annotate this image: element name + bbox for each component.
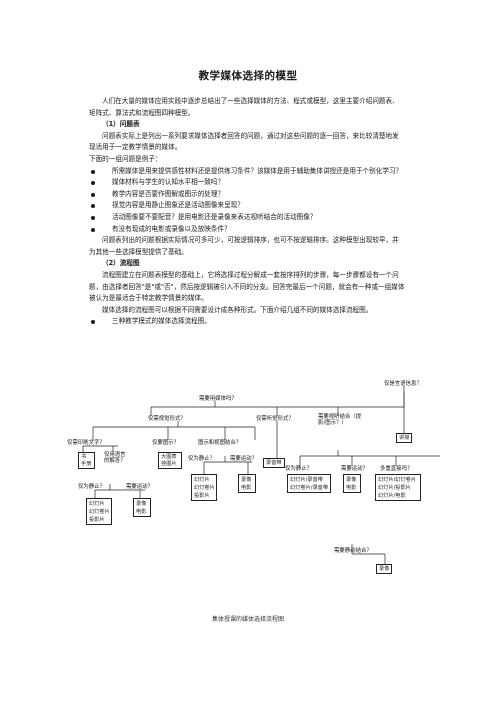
bullet-item: 活动图像要不要配音？是用电影还是录像来表达视听结合的活动图像？ xyxy=(89,212,405,224)
bullet-icon xyxy=(91,204,95,209)
flow-question-still-1: 仅为静止？ xyxy=(78,484,105,490)
figure-caption: 集体授课的媒体选择流程图 xyxy=(211,616,284,623)
flow-question-motion-av: 需要运动？ xyxy=(341,466,368,472)
bullet-icon xyxy=(91,215,95,220)
flow-question-motion-1: 需要运动？ xyxy=(126,484,153,490)
bullet-icon xyxy=(91,227,95,232)
section-2-paragraph: 流程图建立在问题表模型的基础上，它将选择过程分解成一套按序排列的步骤，每一步骤都… xyxy=(89,270,405,303)
section-1-title: （1）问题表 xyxy=(102,120,140,129)
flow-result-av-still: 幻灯片/录音带幻灯卷片/录音带 xyxy=(287,474,331,493)
section-2-paragraph-2: 媒体选择的流程图可以根据不同需要设计成各种形式。下面介绍几组不同的媒体选择流程图… xyxy=(102,305,373,314)
flow-result-book: 书手册 xyxy=(78,452,95,469)
flow-result-av-motion: 录像电影 xyxy=(343,474,361,493)
section-2-title: （2）流程图 xyxy=(102,259,140,268)
flow-result-film-2: 录像电影 xyxy=(238,474,256,493)
flow-result-multi: 幻灯片/幻灯卷片幻灯片/投影片幻灯片/电影 xyxy=(375,474,421,501)
flow-question-still-av: 仅为静止？ xyxy=(285,466,312,472)
flow-question-print: 仅需印刷文字？ xyxy=(67,440,105,446)
bullet-icon xyxy=(91,169,95,174)
flow-question-audio: 仅需听觉形式？ xyxy=(256,416,294,422)
section-1-paragraph: 问题表实际上是列出一系列要求媒体选择者回答的问题，通过对这些问题的逐一回答，来比… xyxy=(89,131,399,152)
page-title: 教学媒体选择的模型 xyxy=(198,70,298,82)
flow-question-av: 需要视听结合（提影/图示？） xyxy=(318,414,362,426)
bullet-icon xyxy=(91,192,95,197)
intro-paragraph: 人们在大量的媒体应用实践中逐步总结出了一些选择媒体的方法、程式或模型，这里主要介… xyxy=(89,97,399,117)
flow-question-visual: 仅需视觉形式？ xyxy=(148,416,186,422)
bullet-item: 有没有现成的电影或录像以及放映条件？ xyxy=(89,224,405,236)
bullet-item: 所需媒体是用来提供感性材料还是提供练习条件？该媒体是用于辅助集体讲授还是用于个别… xyxy=(89,166,405,178)
bullet-item: 视觉内容是用静止图象还是活动图像来呈现？ xyxy=(89,200,405,212)
flow-result-board: 大图表挂图片 xyxy=(158,452,182,469)
flow-result-lecture: 讲授 xyxy=(396,433,413,444)
section-1-paragraph-2: 问题表列出的问题根据实际情况可多可少，可按逻辑排序，也可不按逻辑排序。这种模型出… xyxy=(89,236,399,256)
bullet-icon xyxy=(91,181,95,186)
flow-result-film-1: 录像电影 xyxy=(133,498,151,517)
flow-question-multi: 多重直接吗？ xyxy=(380,466,413,472)
flow-question-picture: 仅要图示？ xyxy=(152,440,179,446)
flow-result-video: 录像 xyxy=(376,564,393,575)
body-text: 人们在大量的媒体应用实践中逐步总结出了一些选择媒体的方法、程式或模型，这里主要介… xyxy=(89,96,405,328)
flow-question-combine: 需要静动结合？ xyxy=(334,548,372,554)
flow-result-slides-1: 幻灯片幻灯卷片投影片 xyxy=(86,498,112,525)
flow-question-motion-2: 需要运动？ xyxy=(230,456,257,462)
flow-result-slides-2: 幻灯片幻灯卷片投影片 xyxy=(191,474,217,501)
flow-question-note: 仅用语言的解答？ xyxy=(104,452,126,464)
bullet-item: 教学内容是否要作图解或图示的处理？ xyxy=(89,189,405,201)
flow-question-still-2: 仅为静止？ xyxy=(188,456,215,462)
bullet-icon xyxy=(91,320,95,325)
section-1-lead: 下面的一组问题是例子： xyxy=(89,154,162,163)
flow-question-picture-sound: 图示和视图结合？ xyxy=(198,440,242,446)
bullet-item: 三种教学模式的媒体选择流程图。 xyxy=(89,316,405,328)
flow-result-tape: 录音带 xyxy=(263,458,285,469)
flow-question-top: 需要用媒体吗？ xyxy=(199,396,237,402)
flow-question-language: 仅是言语信息？ xyxy=(384,381,422,387)
bullet-item: 媒体材料与学生的认知水平相一致吗？ xyxy=(89,177,405,189)
